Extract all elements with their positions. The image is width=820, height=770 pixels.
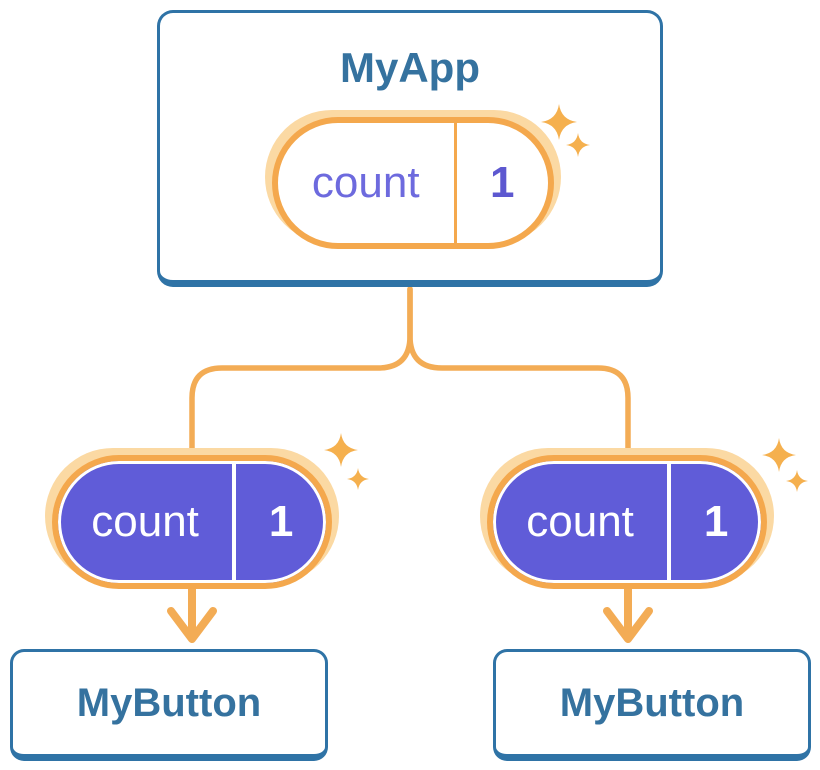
pill-divider (453, 123, 457, 243)
state-name: count (311, 158, 420, 207)
state-name: count (526, 497, 634, 546)
mybutton-card-right: MyButton (493, 649, 811, 761)
state-pill-body: count 1 (487, 455, 767, 589)
state-value: 1 (703, 497, 729, 546)
sparkle-icon (541, 104, 590, 157)
branch-line-left (189, 286, 413, 455)
branch-line-right (407, 286, 631, 455)
pill-divider (232, 461, 237, 583)
state-value: 1 (268, 497, 294, 546)
mybutton-card-left: MyButton (10, 649, 328, 761)
sparkle-icon (762, 438, 808, 492)
state-pill-root: count 1 (265, 110, 561, 249)
state-pill-body: count 1 (272, 117, 554, 249)
state-name: count (91, 497, 199, 546)
state-pill-right-child: count 1 (480, 448, 774, 589)
pill-divider (667, 461, 672, 583)
component-title: MyButton (559, 681, 745, 725)
component-title: MyButton (76, 681, 262, 725)
state-pill-left-child: count 1 (45, 448, 339, 589)
component-title: MyApp (340, 44, 480, 91)
state-pill-body: count 1 (52, 455, 332, 589)
sparkle-icon (324, 433, 369, 490)
state-value: 1 (490, 158, 515, 207)
